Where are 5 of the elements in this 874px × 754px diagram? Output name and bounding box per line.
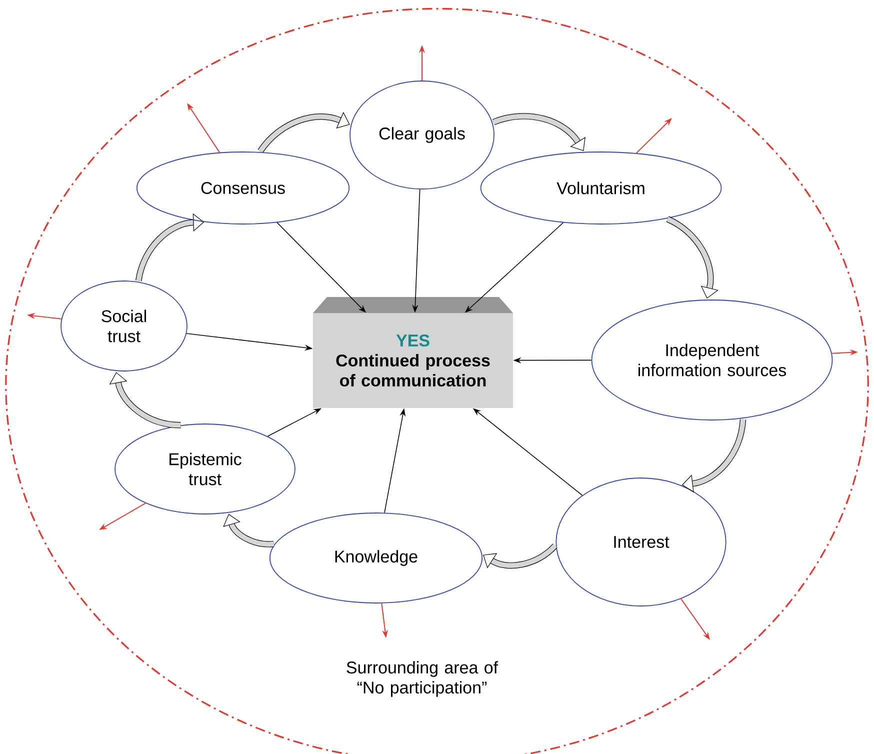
block-arrow [258, 112, 350, 154]
block-arrow [109, 372, 181, 428]
process-box: YES Continued process of communication [313, 297, 513, 408]
area-label: Surrounding area of “No participation” [346, 661, 498, 697]
block-arrow [483, 543, 558, 569]
